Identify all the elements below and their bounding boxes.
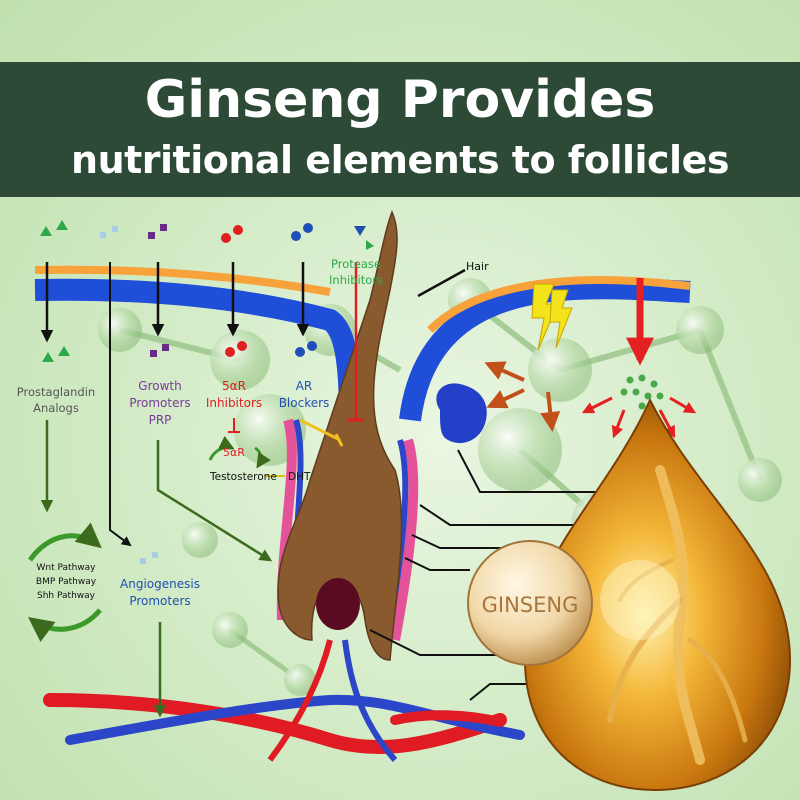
- growth-marker-top-2: [160, 224, 167, 231]
- prostaglandin-marker-mid-2: [58, 346, 70, 356]
- prostaglandin-marker-mid: [42, 352, 54, 362]
- protease-label-line2: Inhibitors: [329, 273, 383, 287]
- bmp-pathway-label: BMP Pathway: [36, 577, 97, 587]
- five-ar-marker-top: [221, 233, 231, 243]
- shh-pathway-label: Shh Pathway: [37, 591, 96, 601]
- five-ar-small-label: 5αR: [223, 446, 245, 459]
- ginseng-drop: [523, 397, 792, 792]
- title-banner: [0, 62, 800, 197]
- growth-label-line3: PRP: [149, 413, 172, 427]
- testosterone-label: Testosterone: [209, 471, 277, 483]
- protease-marker-top-2: [366, 240, 374, 250]
- angio-marker-mid-2: [152, 552, 158, 558]
- five-ar-label-line1: 5αR: [222, 379, 246, 393]
- angio-marker-mid: [140, 558, 146, 564]
- labels: Hair Protease Inhibitors Prostaglandin A…: [17, 257, 579, 617]
- protease-label-line1: Protease: [331, 257, 381, 271]
- molecule-markers: [40, 220, 374, 564]
- hair-follicle: [276, 210, 487, 661]
- ginseng-badge: [467, 540, 593, 666]
- dht-label: DHT: [288, 471, 311, 483]
- growth-marker-mid-2: [162, 344, 169, 351]
- dermal-papilla: [316, 578, 360, 630]
- five-ar-marker-mid: [225, 347, 235, 357]
- blood-vessels: [43, 639, 525, 762]
- ginseng-root-icon: [607, 465, 748, 765]
- hair-label: Hair: [466, 260, 489, 273]
- pathway-arrows: [40, 262, 364, 718]
- ar-marker-mid: [295, 347, 305, 357]
- angiogenesis-label-line1: Angiogenesis: [120, 577, 200, 591]
- growth-label-line1: Growth: [138, 379, 181, 393]
- sebaceous-gland: [436, 383, 487, 444]
- five-ar-marker-top-2: [233, 225, 243, 235]
- protease-marker-top: [354, 226, 366, 236]
- angio-marker-top: [100, 232, 106, 238]
- angio-marker-top-2: [112, 226, 118, 232]
- wnt-pathway-label: Wnt Pathway: [37, 563, 97, 573]
- lightning-icon-2: [549, 289, 573, 349]
- pathway-cycle: [27, 522, 102, 642]
- ar-label-line1: AR: [296, 379, 313, 393]
- nutrient-dots: [620, 374, 664, 410]
- prostaglandin-label-line2: Analogs: [33, 401, 79, 415]
- lightning-icon: [531, 283, 559, 351]
- title-line-2: nutritional elements to follicles: [71, 138, 729, 182]
- five-ar-label-line2: Inhibitors: [206, 396, 262, 410]
- ar-marker-top: [291, 231, 301, 241]
- growth-marker-top: [148, 232, 155, 239]
- ar-marker-top-2: [303, 223, 313, 233]
- ginseng-badge-text: GINSENG: [482, 593, 579, 617]
- prostaglandin-marker-top-2: [56, 220, 68, 230]
- growth-label-line2: Promoters: [129, 396, 190, 410]
- prostaglandin-marker-top: [40, 226, 52, 236]
- angiogenesis-label-line2: Promoters: [129, 594, 190, 608]
- growth-marker-mid: [150, 350, 157, 357]
- title-line-1: Ginseng Provides: [144, 70, 656, 130]
- prostaglandin-label-line1: Prostaglandin: [17, 385, 95, 399]
- ginseng-effects: [484, 278, 697, 439]
- ar-label-line2: Blockers: [279, 396, 330, 410]
- ar-marker-mid-2: [307, 341, 317, 351]
- five-ar-marker-mid-2: [237, 341, 247, 351]
